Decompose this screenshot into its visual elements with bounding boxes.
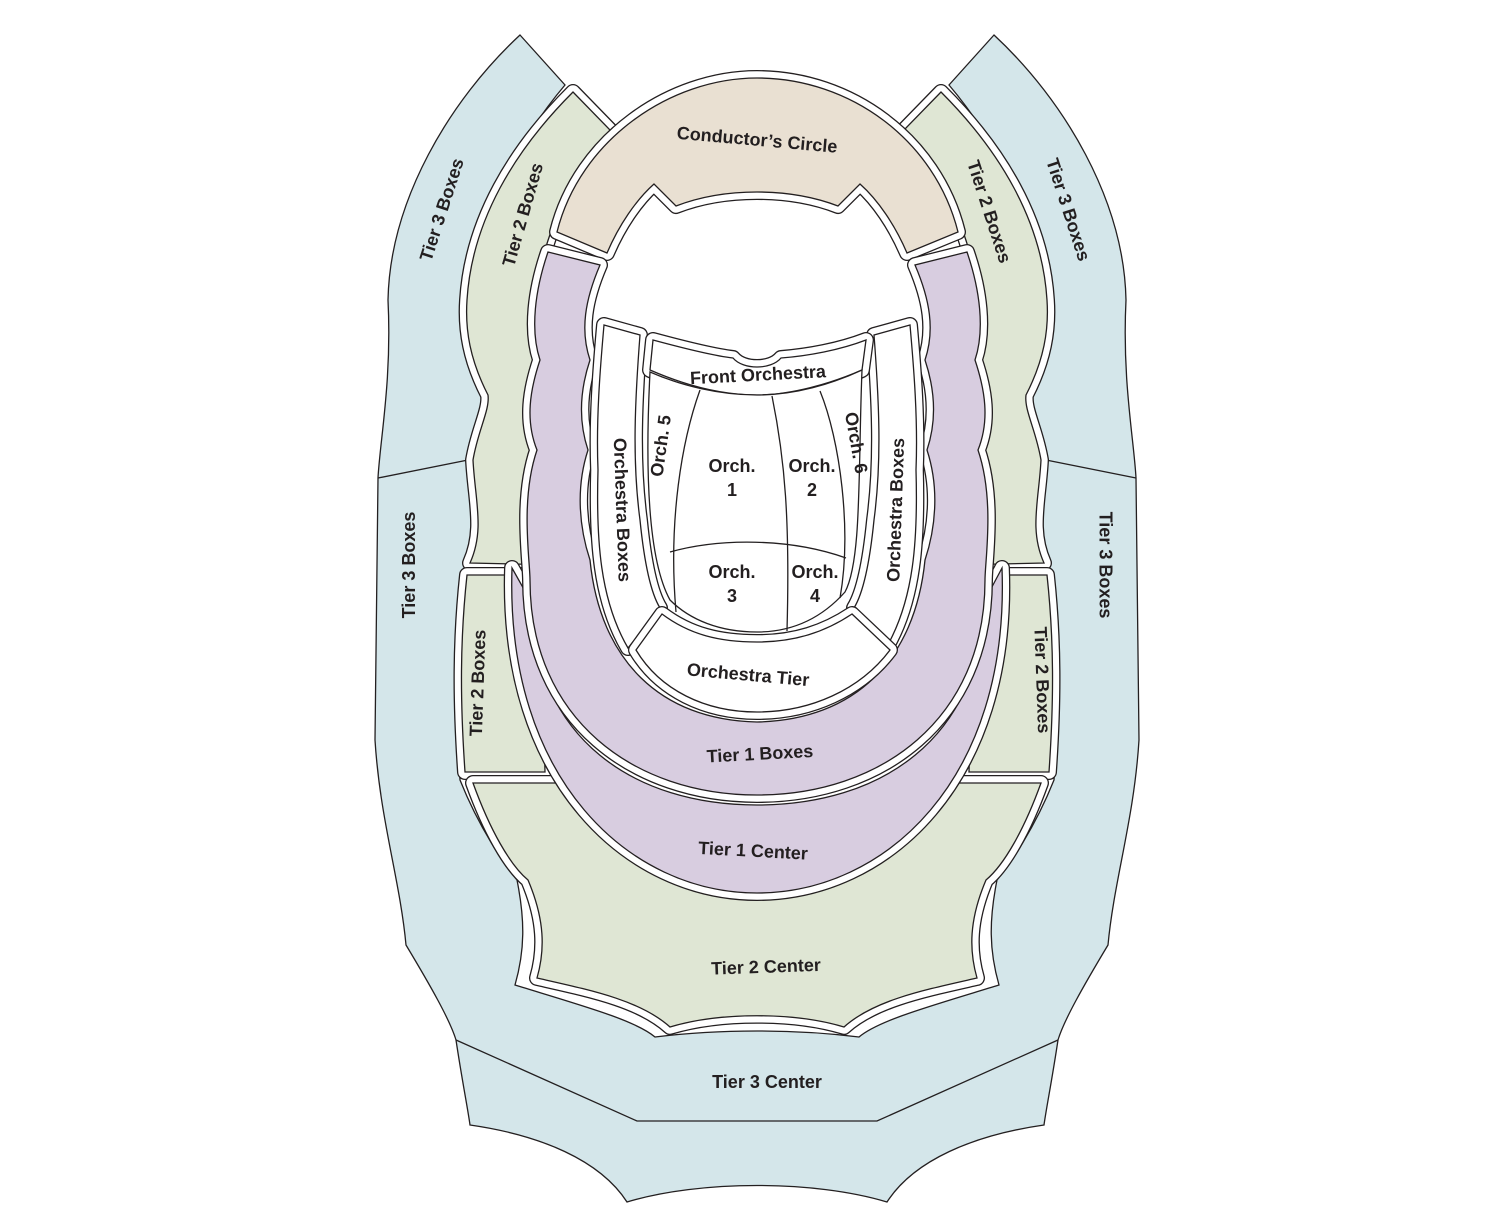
orch1-2-divider bbox=[771, 395, 789, 632]
label-orch3-line2: 3 bbox=[727, 586, 737, 606]
tier1-center[interactable] bbox=[511, 565, 1003, 894]
orchestra-floor[interactable] bbox=[647, 368, 863, 633]
label-tier2-boxes-right-lower: Tier 2 Boxes bbox=[1030, 626, 1054, 733]
orchestra-tier[interactable] bbox=[635, 613, 891, 713]
conductors-circle[interactable] bbox=[556, 77, 959, 254]
label-orch4-line2: 4 bbox=[810, 586, 820, 606]
label-orch2-line2: 2 bbox=[807, 480, 817, 500]
orchestra-boxes-left[interactable] bbox=[596, 324, 661, 650]
label-orch1-line1: Orch. bbox=[708, 456, 755, 476]
label-tier2-boxes-left-lower: Tier 2 Boxes bbox=[466, 629, 490, 736]
label-tier2-center: Tier 2 Center bbox=[711, 955, 821, 979]
label-orch1-line2: 1 bbox=[727, 480, 737, 500]
tier1-boxes[interactable] bbox=[526, 251, 989, 796]
orch5-divider bbox=[673, 389, 701, 613]
label-tier3-boxes-left-lower: Tier 3 Boxes bbox=[399, 512, 419, 619]
tier3-divider-right bbox=[1045, 459, 1137, 479]
tier3-divider-left bbox=[377, 459, 469, 479]
orch6-divider bbox=[819, 390, 846, 599]
label-orch2-line1: Orch. bbox=[788, 456, 835, 476]
orch-rear-divider bbox=[669, 541, 847, 559]
label-tier3-center: Tier 3 Center bbox=[712, 1072, 822, 1092]
label-tier3-boxes-right-lower: Tier 3 Boxes bbox=[1095, 512, 1115, 619]
label-orch3-line1: Orch. bbox=[708, 562, 755, 582]
label-orch4-line1: Orch. bbox=[791, 562, 838, 582]
tier3-center-divider bbox=[455, 1039, 1059, 1122]
